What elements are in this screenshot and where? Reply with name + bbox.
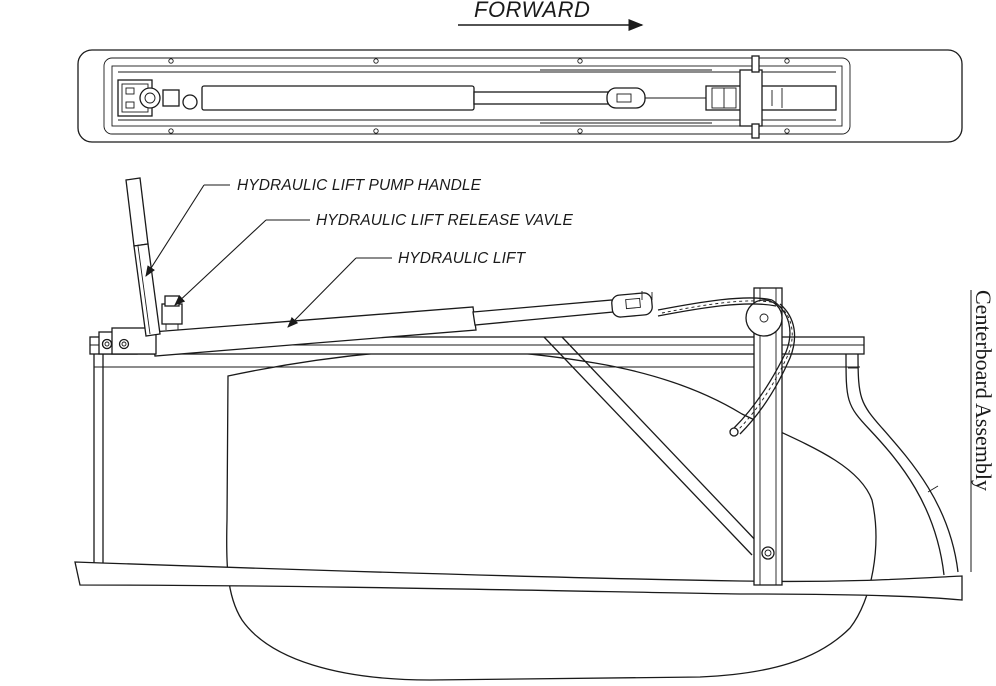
forward-indicator: FORWARD [458,0,644,31]
leader-arrow-icon [174,219,267,306]
trunk-cap-inner-outline [103,57,851,135]
pump-block-top-view [117,79,198,117]
leader-arrow-icon [145,184,205,277]
callout-lift: HYDRAULIC LIFT [287,250,527,328]
pivot-bracket-top-view [705,55,837,139]
forward-label: FORWARD [474,0,590,22]
keel-strip [74,561,963,601]
pivot-post [753,287,783,586]
lift-cable [657,297,796,437]
callout-label-pump-handle: HYDRAULIC LIFT PUMP HANDLE [237,177,482,194]
mounting-screws-top [168,58,790,134]
diagonal-brace [543,336,761,556]
top-view [77,49,963,143]
hydraulic-cylinder-top-view [201,85,706,111]
lift-pulley [745,299,783,337]
callout-release-valve: HYDRAULIC LIFT RELEASE VAVLE [174,212,573,306]
callout-label-release-valve: HYDRAULIC LIFT RELEASE VAVLE [316,212,573,229]
callout-pump-handle: HYDRAULIC LIFT PUMP HANDLE [145,177,482,277]
title-text: Centerboard Assembly [971,290,996,491]
trunk-cap-outline [77,49,963,143]
leader-arrow-icon [287,257,357,328]
callout-label-lift: HYDRAULIC LIFT [398,250,527,267]
drawing-title: Centerboard Assembly [970,290,996,572]
hydraulic-cylinder [151,291,653,357]
pump-handle [125,177,161,337]
side-view [74,177,963,681]
